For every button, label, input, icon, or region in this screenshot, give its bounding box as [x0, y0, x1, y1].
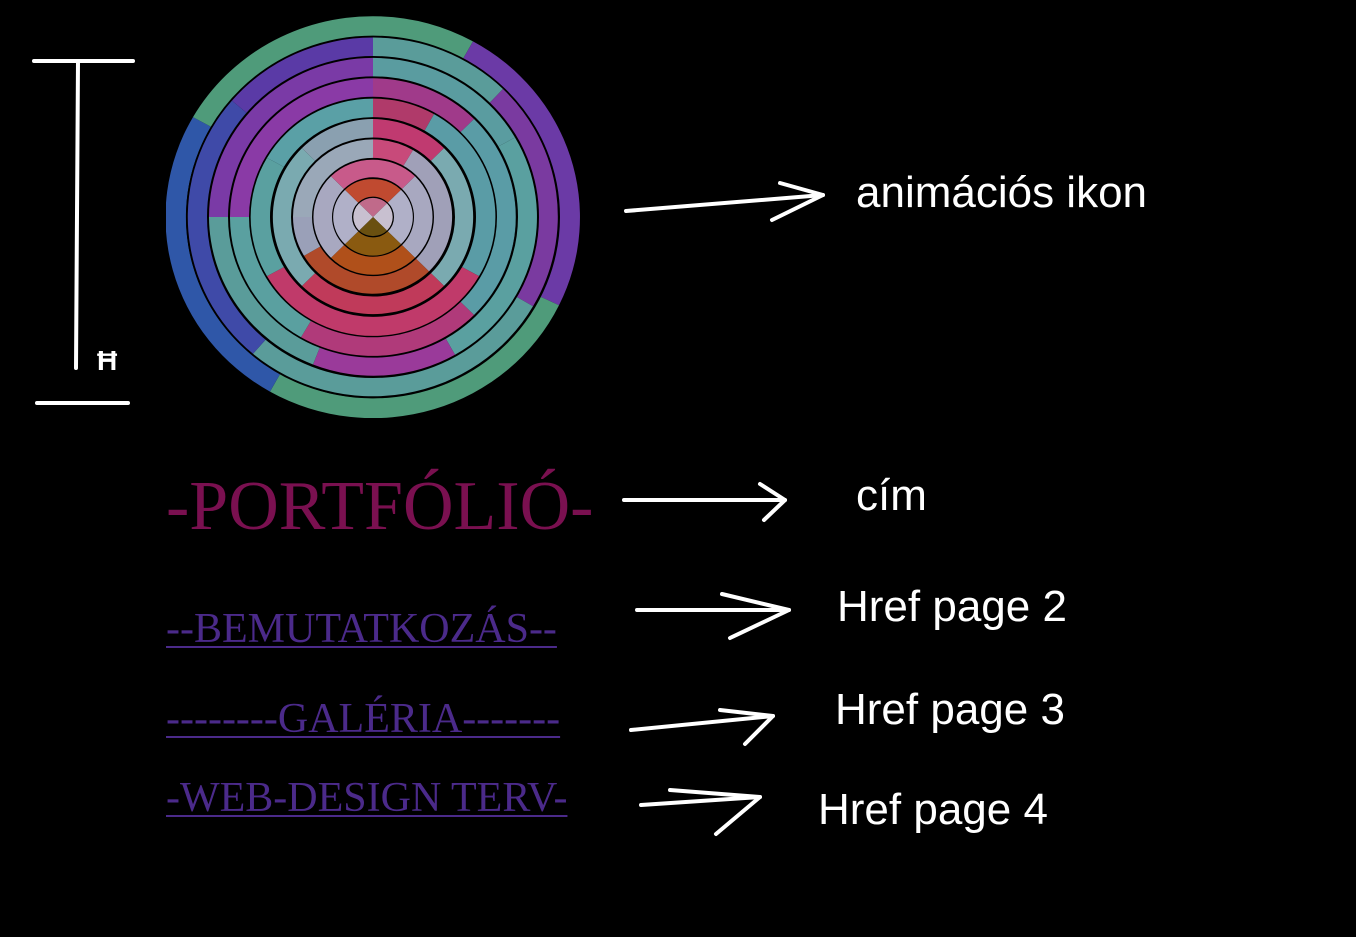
- ring-segment: [302, 272, 444, 315]
- ring-segment: [463, 41, 580, 306]
- ring-segment: [331, 244, 415, 275]
- arrow-link-1: [635, 592, 791, 640]
- ring-segment: [209, 217, 320, 365]
- page-title: -PORTFÓLIÓ-: [166, 468, 594, 545]
- annotation-link3-label: Href page 4: [818, 785, 1048, 834]
- ring-segment: [209, 57, 373, 217]
- ring-segment: [460, 119, 516, 315]
- ring-outline: [186, 35, 560, 399]
- ring-outline: [352, 196, 394, 238]
- nav-link-galeria[interactable]: --------GALÉRIA-------: [166, 696, 561, 742]
- nav-link-bemutatkozas[interactable]: --BEMUTATKOZÁS--: [166, 606, 557, 652]
- ring-segment: [250, 157, 285, 277]
- ring-segment: [302, 119, 373, 162]
- ring-segment: [331, 159, 373, 190]
- ring-segment: [430, 148, 474, 286]
- arrow-link-3: [639, 788, 762, 836]
- ring-segment: [267, 98, 373, 168]
- ring-segment: [253, 296, 533, 397]
- annotation-title-label: cím: [856, 471, 927, 520]
- ring-segment: [304, 246, 429, 294]
- ring-segment: [272, 148, 316, 286]
- ring-segment: [345, 179, 373, 204]
- dimension-vertical-line: [74, 59, 80, 370]
- animation-icon: [165, 16, 580, 419]
- nav-link-web-design[interactable]: -WEB-DESIGN TERV-: [166, 775, 568, 821]
- ring-segment: [345, 230, 401, 256]
- ring-segment: [353, 203, 373, 231]
- ring-outline: [291, 137, 455, 297]
- ring-segment: [229, 217, 311, 338]
- ring-segment: [373, 203, 393, 231]
- ring-segment: [373, 16, 473, 59]
- ring-outline: [332, 177, 414, 257]
- ring-segment: [373, 159, 415, 190]
- annotation-icon-label: animációs ikon: [856, 168, 1148, 217]
- ring-segment: [301, 301, 474, 356]
- annotation-link2-label: Href page 3: [835, 685, 1065, 734]
- ring-segment: [489, 88, 558, 307]
- ring-segment: [373, 78, 474, 133]
- ring-segment: [293, 217, 321, 256]
- ring-outline: [249, 96, 497, 338]
- ring-segment: [232, 37, 373, 114]
- ring-segment: [267, 266, 479, 336]
- ring-segment: [373, 98, 434, 132]
- ring-segment: [403, 150, 453, 272]
- ring-segment: [165, 117, 280, 392]
- arrow-title: [622, 482, 787, 522]
- ring-icon-graphic: [165, 16, 580, 419]
- ring-segment: [193, 16, 373, 127]
- ring-segment: [373, 119, 444, 162]
- ring-segment: [373, 139, 413, 167]
- ring-segment: [313, 176, 345, 258]
- ring-segment: [373, 57, 515, 148]
- dimension-marker: Ħ: [97, 345, 118, 376]
- ring-segment: [401, 176, 433, 258]
- ring-outline: [312, 157, 434, 277]
- arrow-icon: [624, 181, 825, 222]
- ring-outline: [207, 55, 539, 379]
- ring-segment: [359, 217, 387, 237]
- ring-segment: [373, 179, 401, 204]
- ring-segment: [387, 189, 413, 245]
- annotation-link1-label: Href page 2: [837, 582, 1067, 631]
- ring-segment: [359, 197, 387, 217]
- ring-outline: [228, 76, 518, 358]
- ring-segment: [293, 139, 373, 217]
- ring-segment: [424, 114, 496, 277]
- ring-outline: [270, 117, 476, 317]
- arrow-link-2: [629, 708, 775, 746]
- ring-segment: [230, 78, 373, 217]
- ring-segment: [187, 100, 266, 354]
- ring-segment: [333, 189, 359, 245]
